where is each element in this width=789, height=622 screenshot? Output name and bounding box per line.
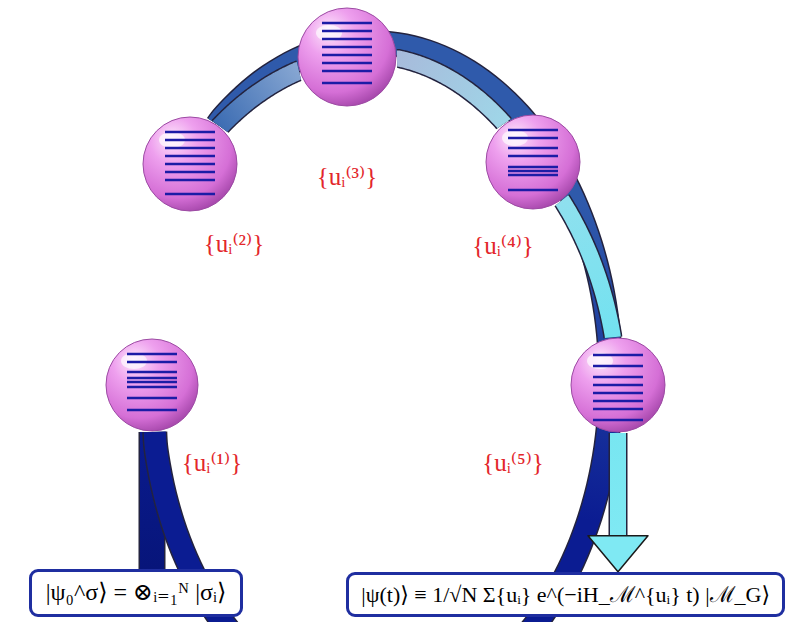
- evolution-band: [155, 43, 611, 622]
- energy-level: [165, 147, 215, 150]
- state-box: |ψ₀^σ⟩ = ⊗ᵢ₌₁ᴺ |σᵢ⟩: [29, 569, 244, 617]
- energy-level: [593, 408, 643, 411]
- state-formula: |ψ(t)⟩ ≡ 1/√N Σ{uᵢ} e^(−iH_ℳ^{uᵢ} t) |ℳ_…: [361, 582, 770, 607]
- band-fill: [610, 433, 626, 536]
- energy-level: [593, 384, 643, 387]
- energy-level: [322, 46, 372, 49]
- energy-level: [165, 163, 215, 166]
- energy-level: [593, 392, 643, 395]
- energy-level: [508, 170, 558, 173]
- band-fill: [155, 43, 611, 622]
- evolution-band: [220, 71, 299, 127]
- energy-level: [165, 171, 215, 174]
- energy-level: [322, 62, 372, 65]
- band-fill: [397, 59, 504, 124]
- energy-level: [322, 82, 372, 85]
- energy-level: [322, 22, 372, 25]
- energy-level: [593, 419, 643, 422]
- evolution-band: [562, 200, 613, 337]
- level-sphere: {uᵢ⁽²⁾}: [142, 116, 238, 212]
- parameter-label: {uᵢ⁽⁵⁾}: [482, 449, 544, 478]
- energy-level: [127, 386, 177, 389]
- band-outline: [155, 43, 611, 622]
- energy-level: [127, 377, 177, 380]
- energy-level: [508, 137, 558, 140]
- band-fill: [220, 71, 299, 127]
- energy-level: [127, 409, 177, 412]
- sphere-body: [486, 115, 580, 209]
- band-outline: [609, 433, 628, 536]
- band-outline: [562, 200, 613, 337]
- parameter-label: {uᵢ⁽¹⁾}: [182, 449, 242, 478]
- energy-level: [127, 381, 177, 384]
- evolution-band: [588, 433, 648, 572]
- energy-level: [127, 361, 177, 364]
- energy-level: [165, 155, 215, 158]
- energy-level: [127, 397, 177, 400]
- parameter-label: {uᵢ⁽²⁾}: [204, 230, 264, 259]
- band-outline: [220, 71, 299, 127]
- sphere-body: [143, 117, 237, 211]
- sphere-shape: [485, 114, 581, 210]
- state-formula: |ψ₀^σ⟩ = ⊗ᵢ₌₁ᴺ |σᵢ⟩: [46, 579, 227, 607]
- evolution-band: [397, 59, 504, 124]
- energy-level: [127, 353, 177, 356]
- sphere-shape: [570, 337, 666, 433]
- energy-level: [165, 139, 215, 142]
- level-sphere: {uᵢ⁽⁴⁾}: [485, 114, 581, 210]
- band-fill: [562, 200, 613, 337]
- level-sphere: {uᵢ⁽³⁾}: [297, 7, 397, 107]
- energy-level: [508, 166, 558, 169]
- level-sphere: {uᵢ⁽⁵⁾}: [570, 337, 666, 433]
- energy-level: [322, 70, 372, 73]
- energy-level: [165, 131, 215, 134]
- energy-level: [508, 129, 558, 132]
- energy-level: [165, 193, 215, 196]
- energy-level: [127, 371, 177, 374]
- energy-level: [508, 155, 558, 158]
- energy-level: [322, 38, 372, 41]
- sphere-shape: [105, 338, 199, 432]
- energy-level: [593, 354, 643, 357]
- energy-level: [508, 147, 558, 150]
- energy-level: [593, 376, 643, 379]
- energy-level: [322, 30, 372, 33]
- energy-level: [322, 54, 372, 57]
- sphere-shape: [142, 116, 238, 212]
- energy-level: [593, 365, 643, 368]
- sphere-shape: [297, 7, 397, 107]
- arrow-head: [588, 536, 648, 572]
- sphere-body: [298, 8, 396, 106]
- sphere-body: [571, 338, 665, 432]
- state-box: |ψ(t)⟩ ≡ 1/√N Σ{uᵢ} e^(−iH_ℳ^{uᵢ} t) |ℳ_…: [346, 572, 785, 617]
- sphere-body: [106, 339, 198, 431]
- energy-level: [508, 174, 558, 177]
- energy-level: [508, 189, 558, 192]
- level-sphere: {uᵢ⁽¹⁾}: [105, 338, 199, 432]
- energy-level: [165, 179, 215, 182]
- parameter-label: {uᵢ⁽⁴⁾}: [472, 232, 534, 261]
- energy-level: [593, 400, 643, 403]
- parameter-label: {uᵢ⁽³⁾}: [317, 163, 377, 192]
- band-outline: [397, 59, 504, 124]
